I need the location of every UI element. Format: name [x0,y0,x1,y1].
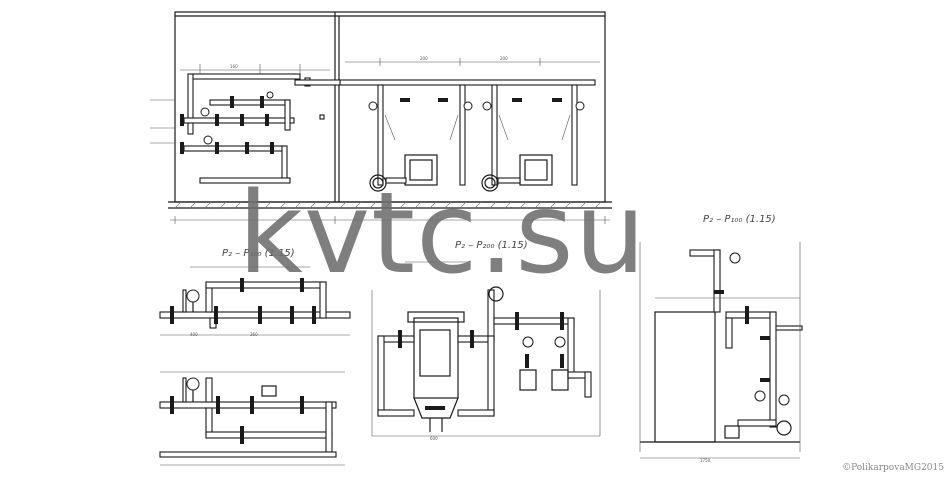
watermark: kvtc.su [238,169,647,299]
boiler-room-section [150,11,612,224]
svg-text:360: 360 [250,332,258,337]
svg-text:600: 600 [430,436,438,441]
svg-text:400: 400 [190,332,198,337]
svg-text:200: 200 [420,56,428,61]
test-scheme-1 [159,266,351,336]
boiler-2 [481,84,585,192]
test-label-2: P₂ – P₂₀₀ (1.15) [455,240,528,251]
svg-text:1750: 1750 [700,458,711,463]
filter-scheme [371,261,601,437]
boiler-1 [368,84,473,192]
test-scheme-2 [159,371,345,466]
test-label-3: P₂ – P₁₀₀ (1.15) [703,214,776,225]
tank-scheme [639,242,803,459]
svg-text:160: 160 [230,64,238,69]
test-label-1: P₂ – P₁₆₀ (1.15) [222,248,295,259]
svg-text:200: 200 [500,56,508,61]
copyright: ©PolikarpovaMG2015 [842,463,944,473]
